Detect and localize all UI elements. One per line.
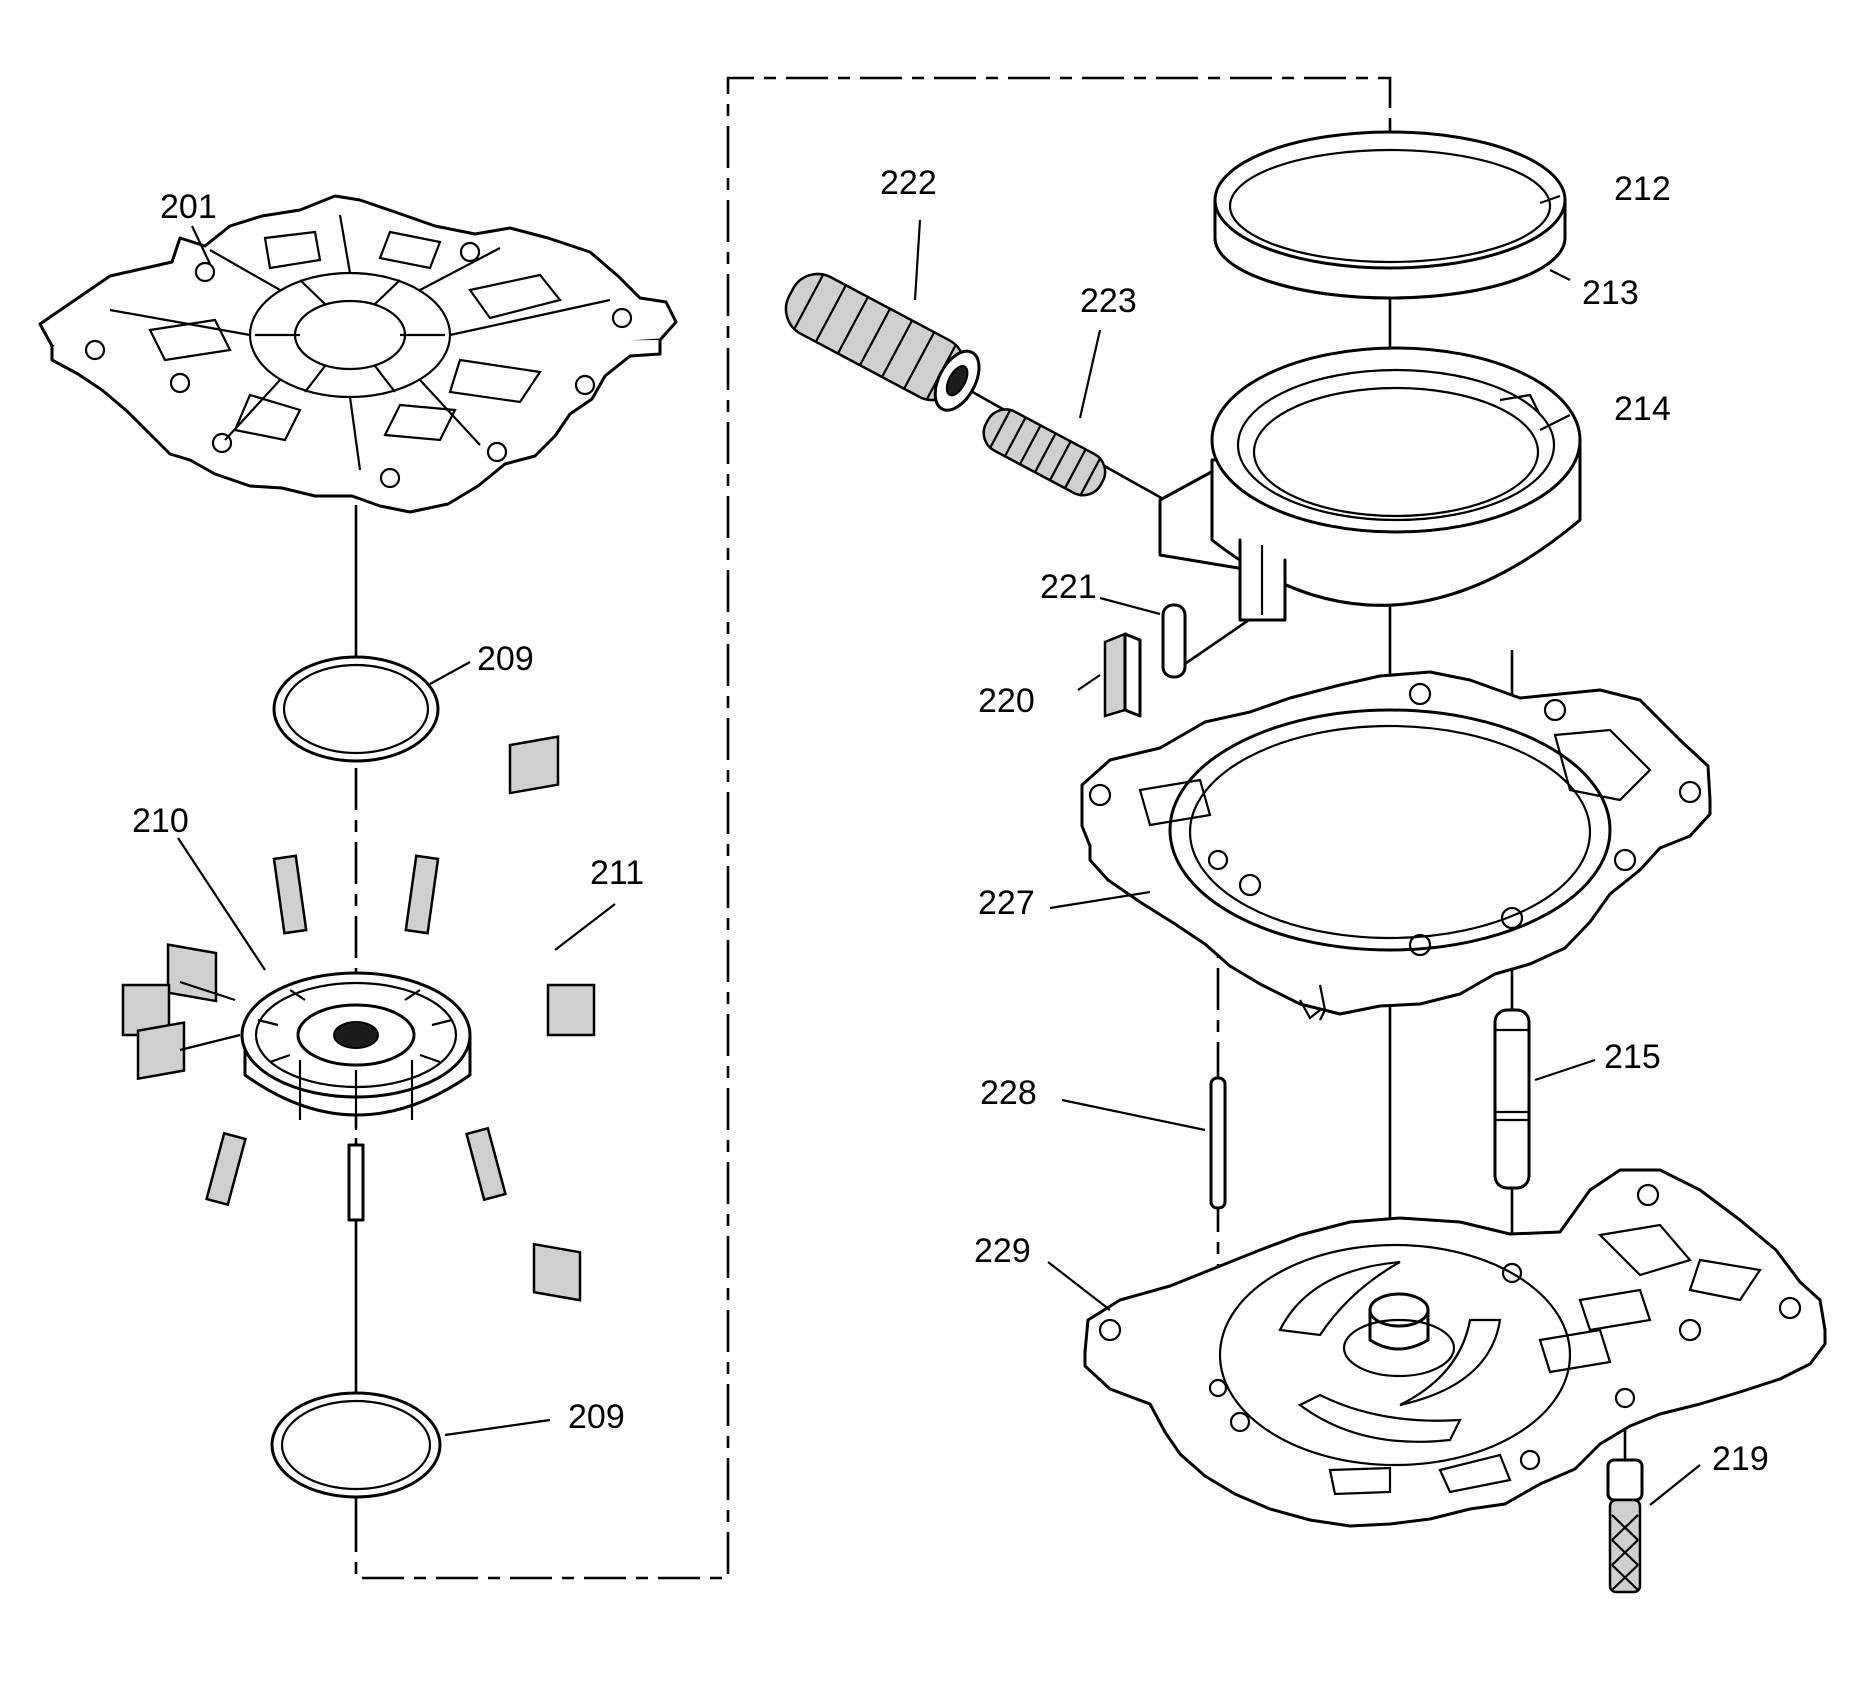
- callout-214: 214: [1614, 390, 1671, 428]
- callout-220: 220: [978, 682, 1035, 720]
- leader-lines: [177, 194, 1701, 1506]
- pump-body-227: [1080, 670, 1712, 1021]
- rotor-assembly-210: [240, 971, 472, 1222]
- callout-209-lower: 209: [568, 1398, 625, 1436]
- callout-229: 229: [974, 1232, 1031, 1270]
- o-ring-209-upper: [272, 655, 440, 763]
- callout-209-upper: 209: [477, 640, 534, 678]
- slide-214: [1158, 346, 1582, 622]
- callout-210: 210: [132, 802, 189, 840]
- callout-201: 201: [160, 188, 217, 226]
- callout-labels: 201 209 210 211 209 222 223 212 213 214 …: [132, 164, 1769, 1478]
- pin-215: [1493, 1008, 1531, 1190]
- pump-cover-201: [38, 194, 678, 514]
- callout-213: 213: [1582, 274, 1639, 312]
- spring-222: [784, 272, 981, 412]
- pump-base-229: [1083, 1168, 1827, 1528]
- filter-screen-219: [1606, 1458, 1644, 1594]
- callout-212: 212: [1614, 170, 1671, 208]
- callout-211: 211: [590, 854, 644, 892]
- vanes-211: [121, 735, 596, 1302]
- callout-228: 228: [980, 1074, 1037, 1112]
- callout-222: 222: [880, 164, 937, 202]
- callout-219: 219: [1712, 1440, 1769, 1478]
- o-ring-209-lower: [270, 1391, 442, 1499]
- seal-220: [1103, 632, 1142, 718]
- callout-227: 227: [978, 884, 1035, 922]
- callout-215: 215: [1604, 1038, 1661, 1076]
- seal-rings-212-213: [1213, 130, 1567, 300]
- pivot-pin-221: [1161, 603, 1187, 679]
- spring-223: [982, 408, 1107, 497]
- dowel-228: [1209, 1076, 1227, 1210]
- callout-223: 223: [1080, 282, 1137, 320]
- callout-221: 221: [1040, 568, 1097, 606]
